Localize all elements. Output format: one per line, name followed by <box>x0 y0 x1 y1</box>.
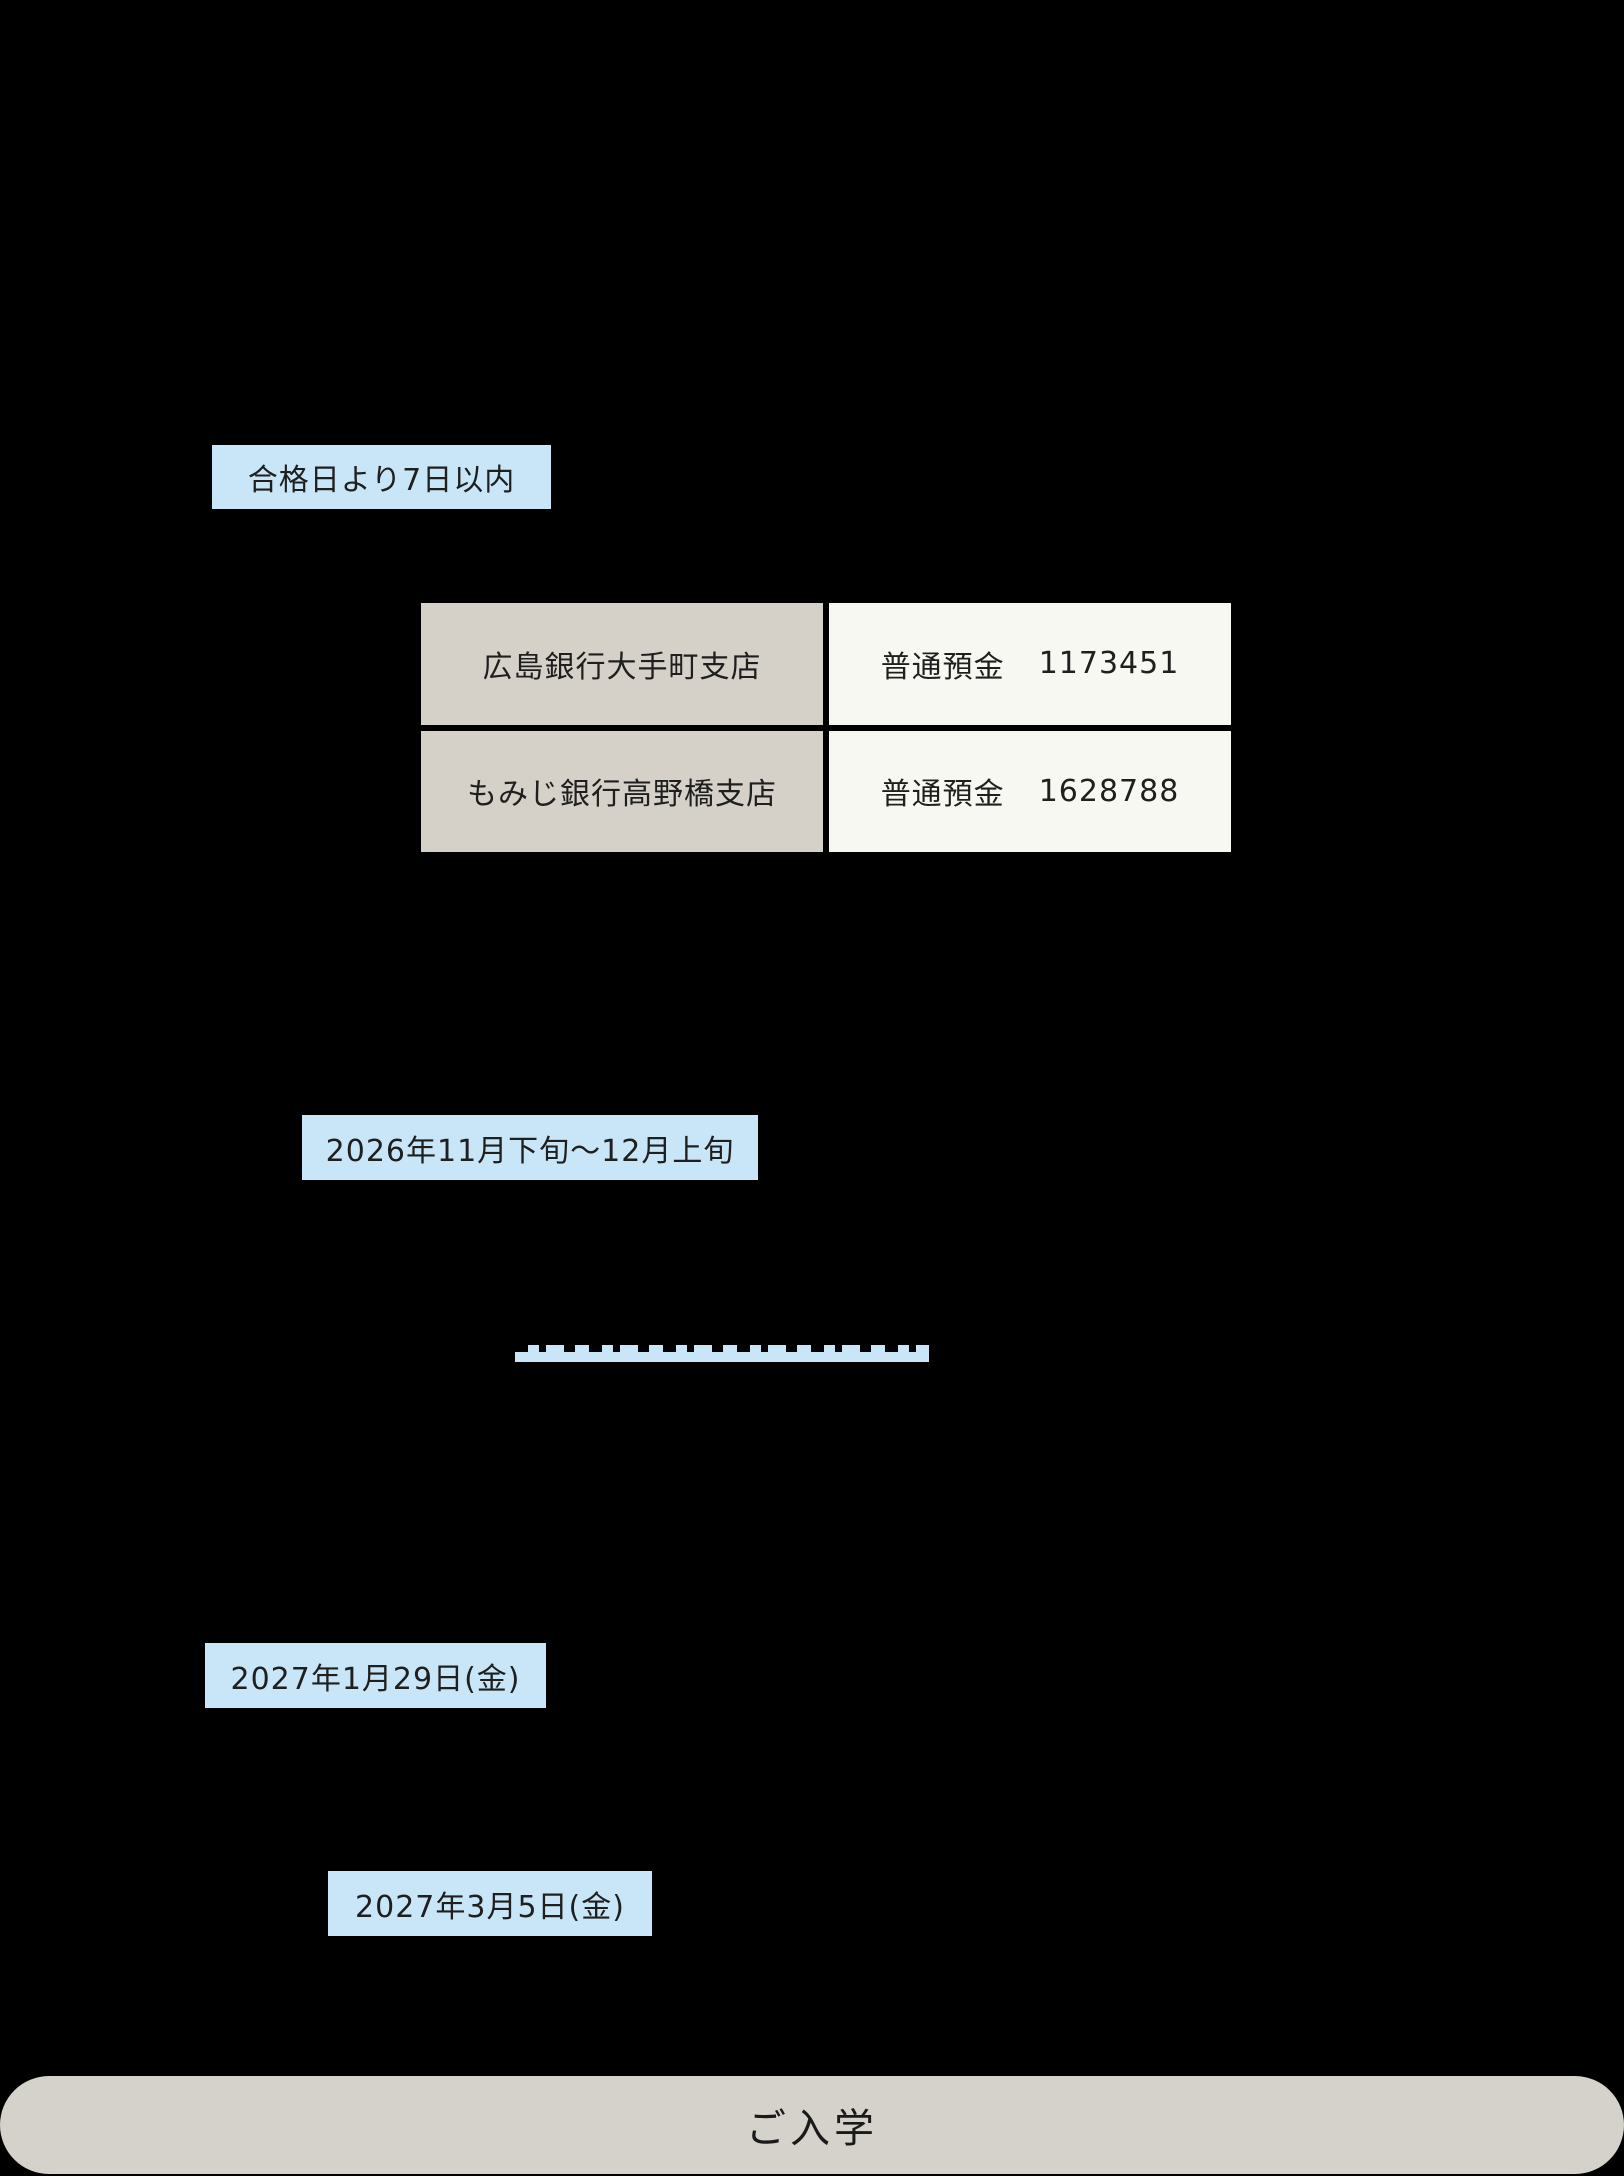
bank-account-cell: 普通預金 1173451 <box>829 603 1231 725</box>
highlighted-text-marker <box>515 1345 929 1362</box>
january-date-label: 2027年1月29日(金) <box>205 1643 546 1708</box>
account-number: 1628788 <box>1038 773 1180 809</box>
account-type: 普通預金 <box>880 777 1005 813</box>
bank-name-cell: もみじ銀行高野橋支店 <box>421 730 823 852</box>
bank-account-cell: 普通預金 1628788 <box>829 730 1231 852</box>
enrollment-goal-bar: ご入学 <box>0 2076 1624 2174</box>
payment-deadline-label: 合格日より7日以内 <box>212 445 551 509</box>
account-number: 1173451 <box>1038 646 1180 682</box>
account-type: 普通預金 <box>880 649 1005 685</box>
bank-account-table: 広島銀行大手町支店 普通預金 1173451 もみじ銀行高野橋支店 普通預金 1… <box>421 603 1231 852</box>
march-date-label: 2027年3月5日(金) <box>328 1871 652 1936</box>
bank-name-cell: 広島銀行大手町支店 <box>421 603 823 725</box>
uniform-period-label: 2026年11月下旬〜12月上旬 <box>302 1115 758 1180</box>
